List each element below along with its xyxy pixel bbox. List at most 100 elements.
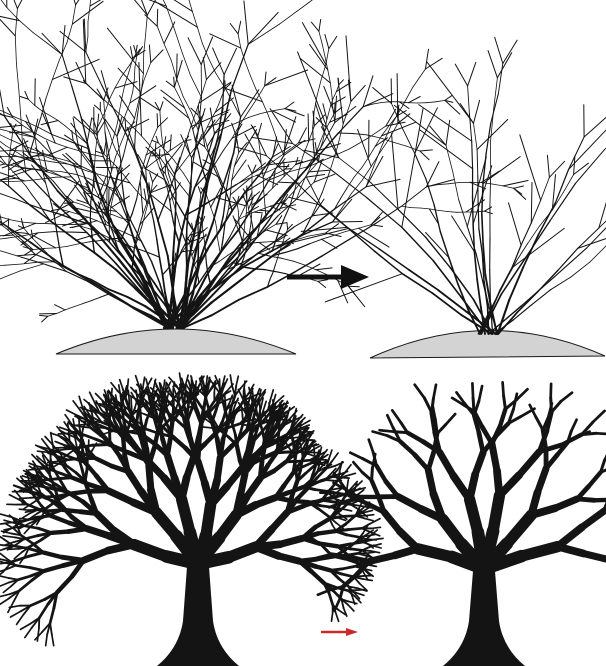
branch-segment bbox=[452, 216, 475, 252]
branch-segment bbox=[318, 280, 328, 282]
shrub-before-branches bbox=[0, 0, 528, 328]
branch-segment bbox=[164, 44, 171, 61]
branch-segment bbox=[432, 412, 435, 432]
branch-segment bbox=[244, 388, 245, 398]
branch-segment bbox=[157, 9, 158, 26]
branch-segment bbox=[569, 137, 585, 169]
branch-segment bbox=[63, 154, 78, 167]
branch-segment bbox=[175, 144, 180, 148]
branch-segment bbox=[39, 604, 48, 618]
branch-segment bbox=[197, 27, 202, 43]
branch-segment bbox=[599, 169, 606, 228]
branch-segment bbox=[10, 132, 34, 133]
branch-segment bbox=[166, 6, 174, 29]
branch-segment bbox=[293, 261, 305, 265]
branch-segment bbox=[58, 121, 65, 127]
branch-segment bbox=[210, 34, 241, 48]
branch-segment bbox=[17, 614, 24, 624]
branch-segment bbox=[0, 556, 1, 560]
branch-segment bbox=[100, 110, 103, 118]
branch-segment bbox=[248, 204, 249, 209]
branch-segment bbox=[173, 251, 174, 270]
branch-segment bbox=[79, 396, 83, 407]
branch-segment bbox=[181, 135, 192, 158]
branch-segment bbox=[408, 97, 420, 103]
branch-segment bbox=[72, 5, 75, 24]
branch-segment bbox=[17, 254, 35, 255]
branch-segment bbox=[372, 103, 381, 105]
branch-segment bbox=[194, 162, 220, 178]
branch-segment bbox=[38, 451, 48, 452]
branch-segment bbox=[250, 76, 256, 89]
branch-segment bbox=[341, 188, 348, 199]
branch-segment bbox=[0, 563, 1, 566]
branch-segment bbox=[126, 103, 130, 114]
branch-segment bbox=[186, 140, 191, 141]
branch-segment bbox=[428, 470, 433, 494]
branch-segment bbox=[503, 186, 514, 188]
branch-segment bbox=[536, 417, 543, 430]
branch-segment bbox=[470, 499, 478, 532]
branch-segment bbox=[280, 410, 281, 420]
branch-segment bbox=[314, 447, 315, 455]
branch-segment bbox=[336, 531, 347, 535]
branch-segment bbox=[87, 144, 93, 172]
branch-segment bbox=[44, 248, 55, 249]
branch-segment bbox=[238, 21, 241, 34]
branch-segment bbox=[0, 238, 6, 240]
branch-segment bbox=[351, 85, 365, 101]
branch-segment bbox=[150, 173, 153, 182]
branch-segment bbox=[488, 51, 497, 78]
branch-segment bbox=[0, 152, 1, 157]
branch-segment bbox=[310, 239, 322, 244]
branch-segment bbox=[375, 138, 387, 147]
branch-segment bbox=[174, 87, 179, 97]
branch-segment bbox=[58, 433, 69, 434]
branch-segment bbox=[29, 204, 44, 209]
branch-segment bbox=[336, 612, 339, 621]
branch-segment bbox=[244, 223, 245, 232]
branch-segment bbox=[420, 151, 429, 160]
branch-segment bbox=[57, 310, 66, 314]
branch-segment bbox=[459, 200, 468, 227]
branch-segment bbox=[318, 531, 336, 533]
branch-segment bbox=[42, 33, 62, 54]
branch-segment bbox=[0, 136, 6, 145]
branch-segment bbox=[237, 434, 240, 445]
branch-segment bbox=[84, 400, 91, 406]
branch-segment bbox=[43, 553, 62, 558]
branch-segment bbox=[166, 81, 174, 87]
branch-segment bbox=[179, 167, 184, 173]
branch-segment bbox=[392, 134, 399, 210]
branch-segment bbox=[67, 244, 78, 247]
branch-segment bbox=[169, 174, 172, 184]
branch-segment bbox=[593, 411, 605, 422]
branch-segment bbox=[252, 225, 253, 230]
branch-segment bbox=[554, 248, 587, 277]
branch-segment bbox=[453, 172, 459, 199]
branch-segment bbox=[230, 24, 238, 34]
branch-segment bbox=[46, 635, 47, 646]
branch-segment bbox=[178, 217, 180, 226]
branch-segment bbox=[203, 427, 212, 428]
branch-segment bbox=[52, 635, 54, 646]
branch-segment bbox=[173, 200, 175, 209]
branch-segment bbox=[0, 576, 9, 578]
branch-segment bbox=[507, 515, 532, 544]
branch-segment bbox=[163, 275, 166, 293]
branch-segment bbox=[481, 294, 501, 334]
branch-segment bbox=[308, 114, 309, 141]
branch-segment bbox=[318, 281, 326, 287]
branch-segment bbox=[531, 200, 540, 223]
branch-segment bbox=[357, 590, 366, 591]
branch-segment bbox=[369, 555, 395, 561]
branch-segment bbox=[393, 142, 407, 146]
branch-segment bbox=[177, 54, 178, 79]
branch-segment bbox=[88, 6, 90, 21]
branch-segment bbox=[123, 137, 128, 156]
branch-segment bbox=[10, 144, 11, 151]
branch-segment bbox=[155, 1, 198, 27]
branch-segment bbox=[547, 155, 549, 177]
branch-segment bbox=[369, 147, 375, 158]
branch-segment bbox=[549, 161, 564, 177]
